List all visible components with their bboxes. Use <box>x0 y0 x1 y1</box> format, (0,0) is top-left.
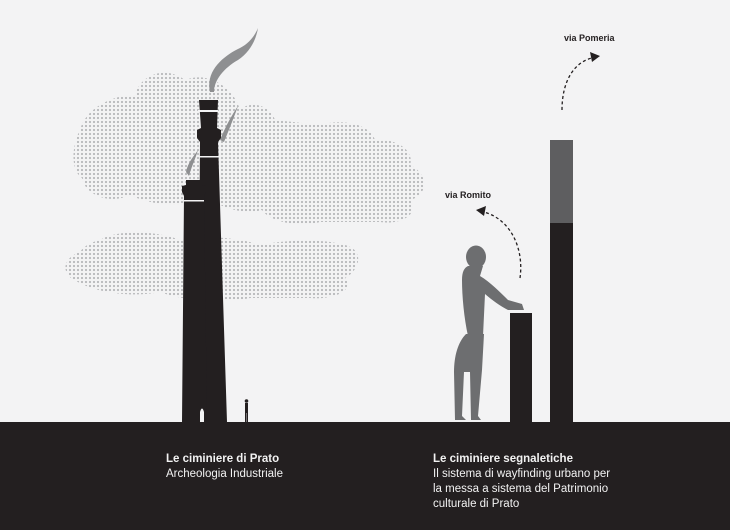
caption-right-line-1: Il sistema di wayfinding urbano per <box>433 468 611 480</box>
caption-right-title: Le ciminiere segnaletiche <box>433 453 573 465</box>
caption-left-title: Le ciminiere di Prato <box>166 453 280 465</box>
tall-pillar-base <box>550 223 573 422</box>
route-label-pomeria: via Pomeria <box>564 33 615 43</box>
signage-pillars <box>510 140 573 422</box>
caption-left-subtitle: Archeologia Industriale <box>166 468 283 480</box>
caption-industrial-chimneys: Le ciminiere di Prato Archeologia Indust… <box>166 452 366 482</box>
industrial-chimneys <box>182 100 227 422</box>
person-silhouette-icon <box>454 245 524 420</box>
smoke <box>186 28 258 176</box>
small-person-icon <box>244 399 249 422</box>
dotted-cloud <box>65 72 425 301</box>
caption-right-line-3: culturale di Prato <box>433 498 520 510</box>
caption-signage-chimneys: Le ciminiere segnaletiche Il sistema di … <box>433 452 663 512</box>
arrow-romito-icon <box>476 206 522 279</box>
caption-right-line-2: la messa a sistema del Patrimonio <box>433 483 609 495</box>
arrow-pomeria-icon <box>561 52 600 111</box>
short-chimney <box>182 180 207 422</box>
ground-band <box>0 422 730 530</box>
tall-pillar-top <box>550 140 573 223</box>
route-label-romito: via Romito <box>445 190 492 200</box>
short-pillar <box>510 313 532 422</box>
